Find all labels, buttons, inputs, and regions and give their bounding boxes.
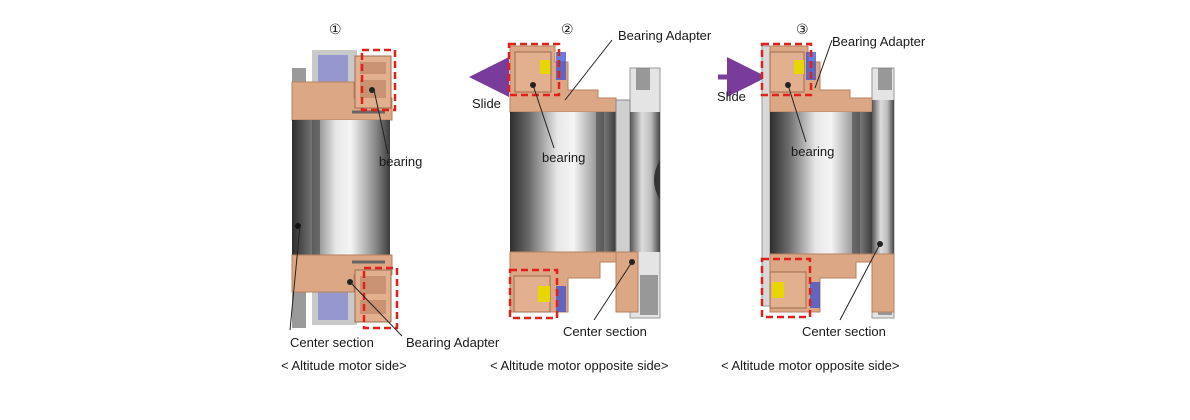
panel-2-slide-label: Slide	[472, 96, 501, 111]
panel-2-bearing-highlight-bottom	[508, 268, 559, 320]
panel-2: ② Slide Bearing Adapter	[469, 21, 712, 373]
panel-1-caption: < Altitude motor side>	[281, 358, 407, 373]
panel-2-number: ②	[561, 21, 574, 37]
panel-1-bearing-label: bearing	[379, 154, 422, 169]
panel-2-center-section-label: Center section	[563, 324, 647, 339]
panel-2-bearing-label: bearing	[542, 150, 585, 165]
panel-3-caption: < Altitude motor opposite side>	[721, 358, 900, 373]
panel-3-bearing-label: bearing	[791, 144, 834, 159]
panel-1-copper-lower	[291, 254, 393, 293]
panel-3-bearing-highlight-bottom	[760, 257, 812, 319]
panel-1-bearing-highlight-top	[360, 48, 397, 112]
panel-1-bearing-highlight-bottom	[362, 266, 399, 330]
panel-1-center-section-label: Center section	[290, 335, 374, 350]
panel-3-center-section-label: Center section	[802, 324, 886, 339]
panel-2-bearing-adapter-label: Bearing Adapter	[618, 28, 712, 43]
panel-1-shaft	[292, 120, 390, 255]
panel-3-number: ③	[796, 21, 809, 37]
panel-2-bearing-highlight-top	[507, 42, 561, 97]
panel-3-bearing-highlight-top	[760, 42, 813, 97]
panel-3-bearing-adapter-label: Bearing Adapter	[832, 34, 926, 49]
panel-1-number: ①	[329, 21, 342, 37]
panel-2-caption: < Altitude motor opposite side>	[490, 358, 669, 373]
panel-1: ① bearing Center section B	[281, 21, 500, 373]
panel-3-slide-label: Slide	[717, 89, 746, 104]
panel-3: ③ Slide Bearing Adapter	[717, 21, 926, 373]
panel-1-bearing-adapter-label: Bearing Adapter	[406, 335, 500, 350]
